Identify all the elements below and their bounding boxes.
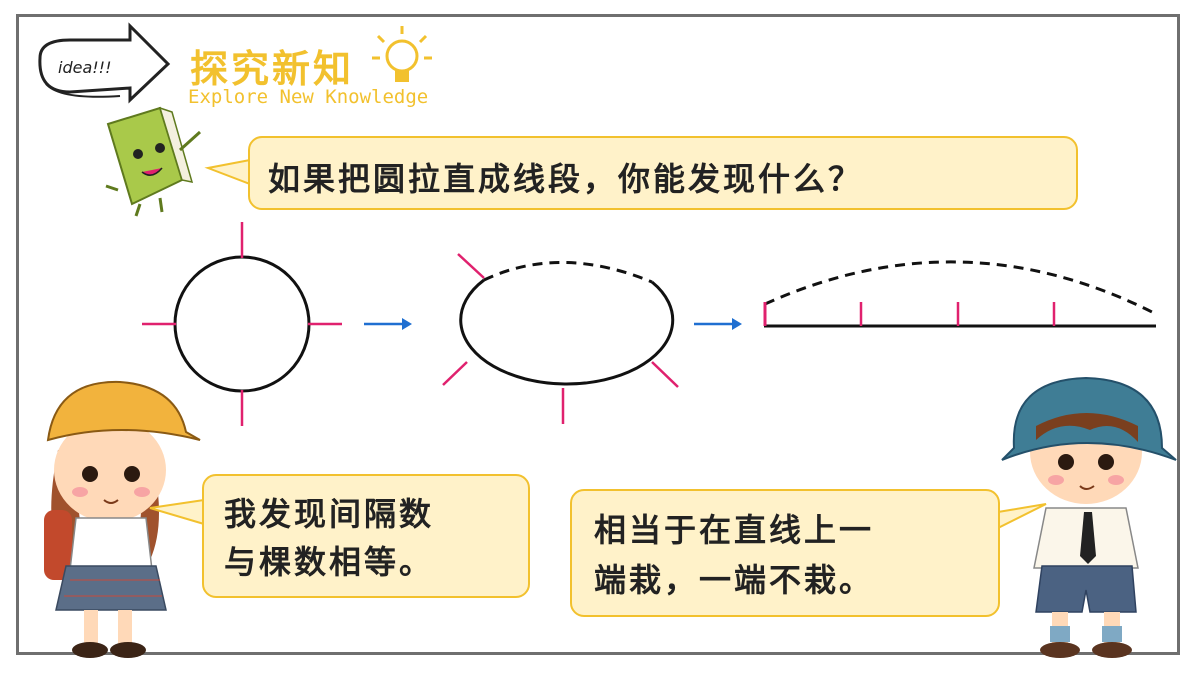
girl-bubble-line: 与棵数相等。 xyxy=(224,543,435,581)
section-title: 探究新知 xyxy=(190,46,355,91)
idea-badge-text: idea!!! xyxy=(58,58,112,77)
book-mascot-icon xyxy=(105,106,202,217)
tick-mark xyxy=(442,361,468,386)
boy-speech-bubble: 相当于在直线上一 端栽，一端不栽。 xyxy=(570,489,1000,617)
ellipse-solid-arc xyxy=(459,278,675,386)
arrow-right-icon xyxy=(694,318,742,330)
stage-opened-ellipse xyxy=(442,253,679,424)
boy-bubble-tail xyxy=(997,503,1047,530)
segment-dashed-arc xyxy=(764,260,1153,314)
question-text: 如果把圆拉直成线段，你能发现什么？ xyxy=(268,160,864,198)
tick-mark xyxy=(651,361,679,388)
stage-circle xyxy=(142,222,342,426)
boy-bubble-line: 相当于在直线上一 xyxy=(594,511,875,549)
arrow-right-icon xyxy=(364,318,412,330)
circle-shape xyxy=(173,255,311,393)
girl-character-icon xyxy=(44,380,201,658)
boy-bubble-line: 端栽，一端不栽。 xyxy=(594,561,875,599)
tick-mark xyxy=(457,253,485,279)
question-bubble-tail xyxy=(204,158,251,186)
lightbulb-icon xyxy=(372,26,432,82)
ellipse-dashed-arc xyxy=(483,261,653,284)
section-subtitle: Explore New Knowledge xyxy=(188,86,429,108)
girl-bubble-line: 我发现间隔数 xyxy=(224,495,435,533)
girl-speech-bubble: 我发现间隔数 与棵数相等。 xyxy=(202,474,530,598)
boy-character-icon xyxy=(1001,376,1177,658)
question-bubble: 如果把圆拉直成线段，你能发现什么？ xyxy=(248,136,1078,210)
idea-arrow-badge-icon: idea!!! xyxy=(38,22,171,104)
stage-straight-segment xyxy=(763,260,1156,328)
